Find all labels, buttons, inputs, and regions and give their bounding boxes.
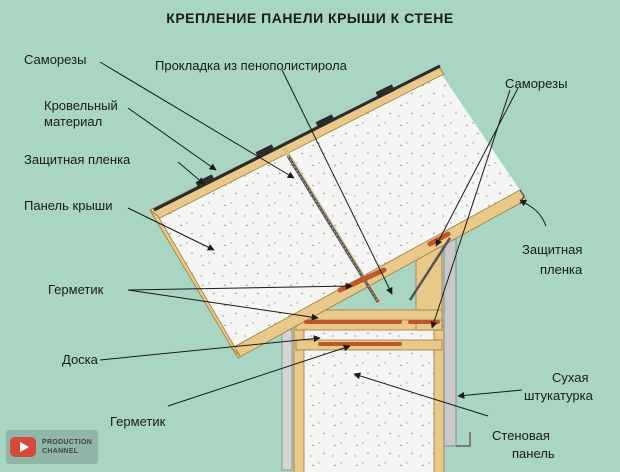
watermark-line1: PRODUCTION [42,439,93,446]
watermark-line2: CHANNEL [42,448,79,455]
label-screws-right: Саморезы [505,76,568,91]
label-drywall-line1: Сухая [552,370,589,385]
label-film-right-line2: пленка [540,262,583,277]
play-icon [10,437,36,457]
diagram-title: КРЕПЛЕНИЕ ПАНЕЛИ КРЫШИ К СТЕНЕ [166,10,454,26]
watermark: PRODUCTION CHANNEL [6,430,98,464]
label-drywall-line2: штукатурка [524,388,593,403]
label-sealant-bottom: Герметик [110,414,166,429]
label-roofing-line2: материал [44,114,103,129]
screw-right [408,237,452,301]
label-sealant-top: Герметик [48,282,104,297]
label-roofing-line1: Кровельный [44,98,118,113]
wall-panel [293,325,445,472]
label-board: Доска [62,352,98,367]
leader-lines [99,61,547,417]
drywall [443,225,471,447]
label-wall-panel-line2: панель [512,446,555,461]
label-film-left: Защитная пленка [24,152,131,167]
label-wall-panel-line1: Стеновая [492,428,550,443]
label-film-right-line1: Защитная [522,242,583,257]
label-foam-gasket: Прокладка из пенополистирола [155,58,347,73]
roofing-material [153,64,441,212]
label-roof-panel: Панель крыши [24,198,113,213]
inner-drywall [281,329,293,471]
label-screws-left: Саморезы [24,52,87,67]
